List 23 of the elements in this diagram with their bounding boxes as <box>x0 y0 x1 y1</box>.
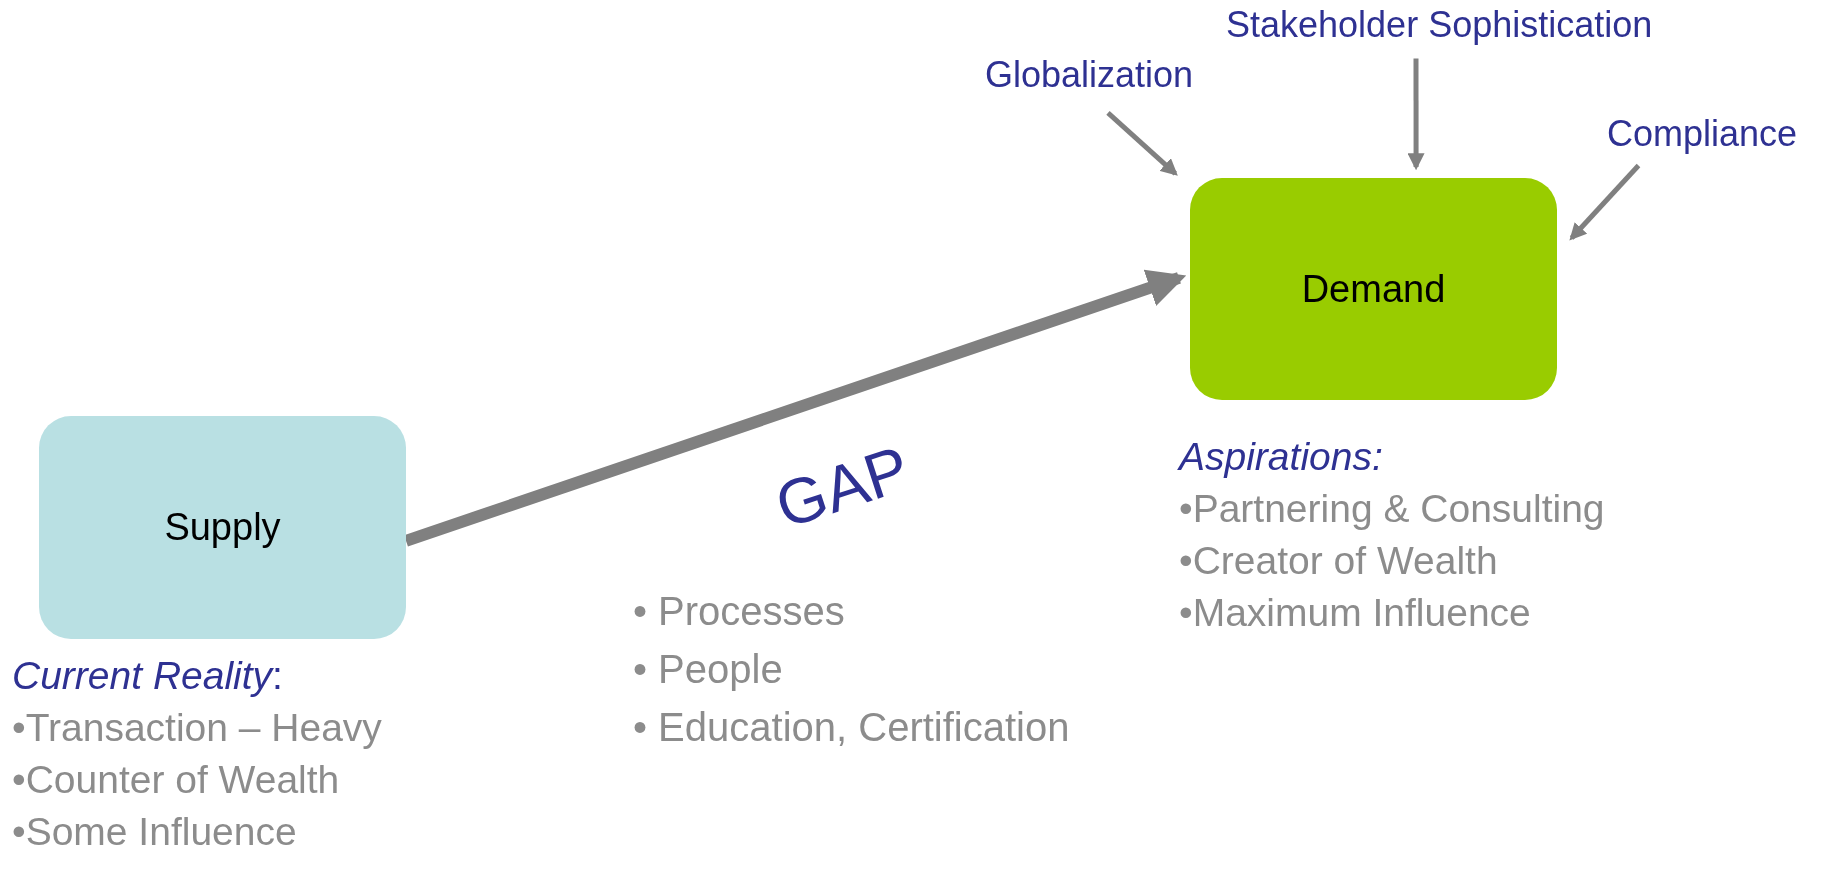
bullet-text: • People <box>633 646 783 693</box>
rounded-box <box>1190 178 1557 400</box>
arrow <box>404 269 1187 547</box>
bullet-text: • Processes <box>633 588 845 635</box>
bullet-text: •Creator of Wealth <box>1179 538 1499 584</box>
bullet-text: •Transaction – Heavy <box>12 705 382 751</box>
factor-label: Compliance <box>1607 113 1798 155</box>
factor-label: Stakeholder Sophistication <box>1226 4 1653 46</box>
arrow <box>1569 163 1641 241</box>
bullet-text: •Counter of Wealth <box>12 757 341 803</box>
arrow <box>1106 110 1178 176</box>
box-label: Supply <box>164 506 281 549</box>
bullet-text: •Some Influence <box>12 809 298 855</box>
box-label: Demand <box>1301 267 1446 311</box>
bullet-text: •Partnering & Consulting <box>1179 486 1605 532</box>
arrow <box>1407 58 1425 171</box>
bullet-text: •Maximum Influence <box>1179 590 1532 636</box>
bullet-text: • Education, Certification <box>633 704 1070 751</box>
heading-text: Current Reality: <box>12 653 284 699</box>
heading-text: Aspirations: <box>1179 434 1384 480</box>
rounded-box <box>39 416 406 639</box>
factor-label: Globalization <box>985 54 1194 96</box>
gap-label: GAP <box>766 430 919 544</box>
